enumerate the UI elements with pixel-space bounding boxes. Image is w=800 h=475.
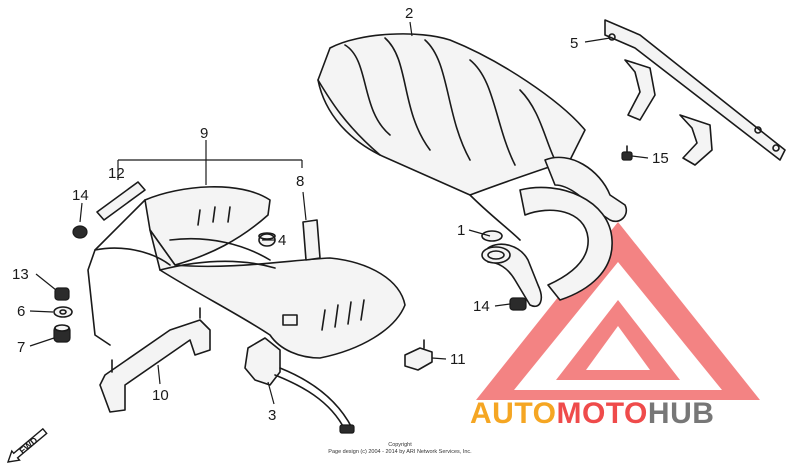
callout-6: 6 [17,303,25,320]
watermark-part-auto: AUTO [470,397,556,430]
copyright-notice: Copyright Page design (c) 2004 - 2014 by… [328,442,472,455]
fwd-arrow-icon: FWD [6,427,48,463]
callout-1: 1 [457,222,465,239]
heat-shield-vents [197,206,365,331]
label-plate-12[interactable] [96,181,146,221]
callout-5: 5 [570,35,578,52]
callout-14-left: 14 [72,187,89,204]
washer-6[interactable] [53,306,73,318]
callout-numbers: 2 5 1 9 12 8 14 4 13 6 7 10 3 11 14 15 [12,5,669,424]
leader-lines [29,21,649,405]
callout-9: 9 [200,125,208,142]
clip-11[interactable] [404,339,433,371]
heat-shield[interactable] [144,186,406,359]
watermark-logo-icon [476,222,760,400]
side-plate [87,199,171,346]
step-bracket-10[interactable] [99,307,211,413]
callout-7: 7 [17,339,25,356]
rubber-mount-7[interactable] [53,324,71,343]
watermark-text: AUTOMOTOHUB [470,397,714,430]
grommet-14-right[interactable] [509,297,527,311]
copyright-line2: Page design (c) 2004 - 2014 by ARI Netwo… [328,449,472,455]
callout-11: 11 [450,351,466,368]
muffler[interactable] [317,33,628,241]
nut-14-left[interactable] [72,225,88,239]
pad-8[interactable] [302,219,321,261]
callout-8: 8 [296,173,304,190]
callout-3: 3 [268,407,276,424]
svg-text:AUTOMOTOHUB: AUTOMOTOHUB [470,397,714,430]
watermark-part-hub: HUB [648,397,715,430]
callout-4: 4 [278,232,286,249]
watermark-part-moto: MOTO [556,397,647,430]
callout-15: 15 [652,150,669,167]
callout-12: 12 [108,165,125,182]
bolt-15[interactable] [621,145,633,161]
callout-14-right: 14 [473,298,490,315]
callout-10: 10 [152,387,169,404]
callout-13: 13 [12,266,29,283]
exhaust-pipe[interactable] [481,186,613,307]
copyright-line1: Copyright [388,442,412,448]
rubber-mount-13[interactable] [54,287,70,301]
stand-bracket-3[interactable] [244,337,355,434]
muffler-bracket[interactable] [604,19,786,166]
callout-2: 2 [405,5,413,22]
